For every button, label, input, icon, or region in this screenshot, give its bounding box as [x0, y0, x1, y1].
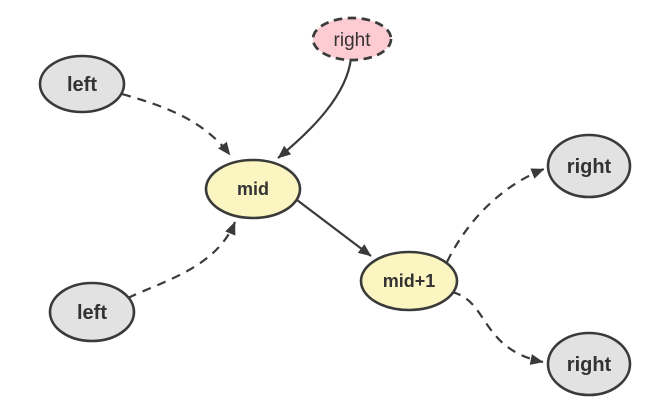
node-left-bottom-label: left [77, 302, 107, 324]
node-left-bottom: left [48, 281, 136, 343]
edge-right-source-to-mid [277, 57, 353, 159]
node-mid-plus-1-label: mid+1 [383, 271, 436, 291]
edge-mid-plus-1-to-right-top [446, 167, 545, 263]
edge-mid-to-mid-plus-1 [296, 199, 372, 257]
node-right-bottom-label: right [567, 354, 612, 376]
node-right-source: right [311, 16, 393, 62]
node-mid-plus-1: mid+1 [359, 250, 459, 312]
node-right-bottom: right [546, 331, 632, 397]
edge-left-top-to-mid [121, 92, 231, 156]
node-right-top-shape [546, 133, 632, 199]
node-mid-shape [204, 158, 302, 220]
node-mid-plus-1-shape [359, 250, 459, 312]
node-right-source-label: right [334, 30, 372, 51]
node-mid-label: mid [237, 179, 269, 199]
node-right-bottom-shape [546, 331, 632, 397]
node-right-top: right [546, 133, 632, 199]
node-right-top-label: right [567, 156, 612, 178]
node-left-top-label: left [67, 74, 97, 96]
node-left-top: left [38, 54, 126, 114]
node-mid: mid [204, 158, 302, 220]
node-left-top-shape [38, 54, 126, 114]
node-left-bottom-shape [48, 281, 136, 343]
edge-left-bottom-to-mid [127, 221, 237, 299]
node-right-source-shape [311, 16, 393, 62]
edge-mid-plus-1-to-right-bottom [451, 290, 544, 365]
